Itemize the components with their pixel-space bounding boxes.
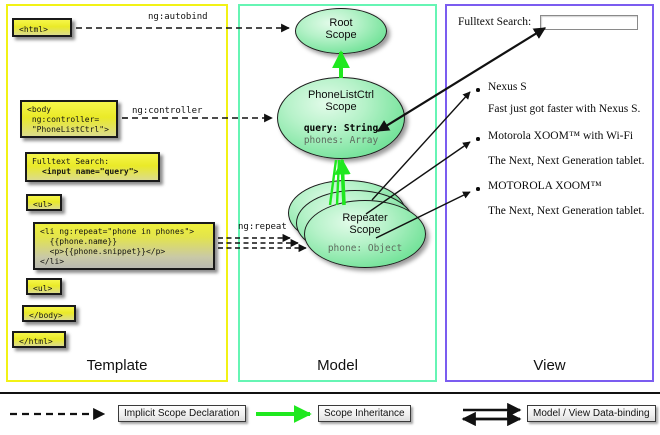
scope-repeater-title-2: Scope bbox=[349, 224, 381, 236]
view-bullet-3 bbox=[476, 187, 480, 191]
view-item-snippet-3: The Next, Next Generation tablet. bbox=[488, 205, 645, 217]
scope-root-title-1: Root bbox=[329, 17, 353, 29]
arrow-label-repeat: ng:repeat bbox=[238, 222, 287, 232]
arrow-label-controller: ng:controller bbox=[132, 106, 203, 116]
legend-label-scope-inheritance: Scope Inheritance bbox=[318, 405, 411, 422]
scope-repeater: Repeater Scope phone: Object bbox=[304, 200, 426, 268]
column-label-template: Template bbox=[86, 357, 148, 374]
legend-label-model-view-data-binding: Model / View Data-binding bbox=[527, 405, 656, 422]
view-item-title-1: Nexus S bbox=[488, 81, 527, 93]
view-bullet-1 bbox=[476, 88, 480, 92]
scope-repeater-prop-phone: phone: Object bbox=[327, 243, 403, 254]
legend-divider bbox=[0, 392, 660, 394]
arrow-label-autobind: ng:autobind bbox=[148, 12, 208, 22]
view-search-input[interactable] bbox=[540, 15, 638, 30]
scope-phonelistctrl: PhoneListCtrl Scope query: String phones… bbox=[277, 77, 405, 159]
search-markup-line1: Fulltext Search: bbox=[32, 157, 110, 166]
view-item-snippet-2: The Next, Next Generation tablet. bbox=[488, 155, 645, 167]
column-template: Template bbox=[6, 4, 228, 382]
view-item-snippet-1: Fast just got faster with Nexus S. bbox=[488, 103, 641, 115]
scope-root-title-2: Scope bbox=[325, 29, 357, 41]
code-box-ul-open: <ul> bbox=[26, 194, 62, 211]
code-box-html-open: <html> bbox=[12, 18, 72, 37]
view-item-title-2: Motorola XOOM™ with Wi-Fi bbox=[488, 130, 634, 142]
scope-root: Root Scope bbox=[295, 8, 387, 54]
scope-repeater-title-1: Repeater bbox=[342, 212, 388, 224]
view-bullet-2 bbox=[476, 137, 480, 141]
scope-phonelistctrl-prop-phones: phones: Array bbox=[303, 135, 379, 146]
code-box-ul-close: <ul> bbox=[26, 278, 62, 295]
scope-phonelistctrl-title-2: Scope bbox=[325, 101, 357, 113]
view-search-label: Fulltext Search: bbox=[458, 16, 532, 28]
scope-phonelistctrl-title-1: PhoneListCtrl bbox=[307, 89, 375, 101]
search-markup-line2: <input name="query"> bbox=[42, 167, 139, 176]
column-view: View bbox=[445, 4, 654, 382]
legend-label-implicit-scope-declaration: Implicit Scope Declaration bbox=[118, 405, 246, 422]
scope-phonelistctrl-prop-query: query: String bbox=[303, 123, 379, 134]
code-box-li-repeat: <li ng:repeat="phone in phones"> {{phone… bbox=[33, 222, 215, 270]
column-label-view: View bbox=[533, 357, 566, 374]
code-box-search-markup: Fulltext Search: <input name="query"> bbox=[25, 152, 160, 182]
column-label-model: Model bbox=[317, 357, 358, 374]
code-box-html-close: </html> bbox=[12, 331, 66, 348]
view-item-title-3: MOTOROLA XOOM™ bbox=[488, 180, 602, 192]
code-box-body-open: <body ng:controller= "PhoneListCtrl"> bbox=[20, 100, 118, 138]
code-box-body-close: </body> bbox=[22, 305, 76, 322]
